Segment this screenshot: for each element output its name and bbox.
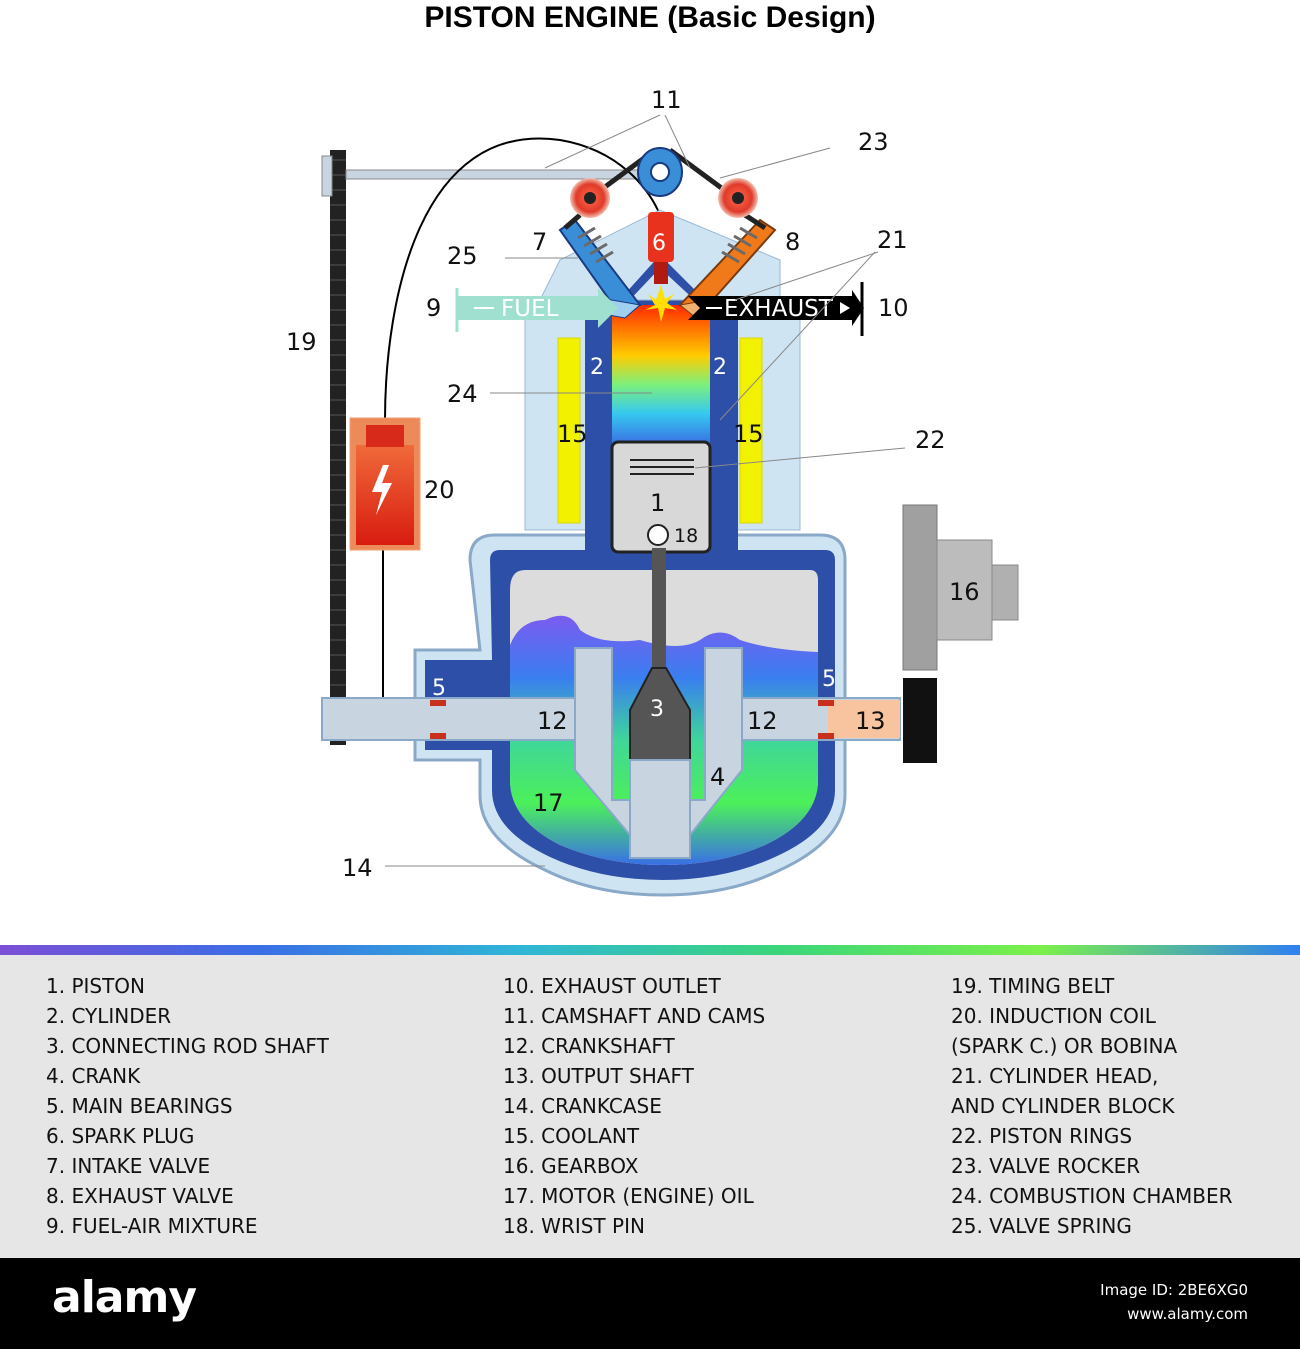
connecting-rod	[629, 548, 691, 761]
wrist-pin	[647, 524, 669, 546]
coolant-left	[557, 337, 581, 524]
legend-item: 9. FUEL-AIR MIXTURE	[46, 1214, 258, 1238]
legend-item: 22. PISTON RINGS	[951, 1124, 1133, 1148]
leader-lines	[385, 114, 906, 867]
legend-item: 25. VALVE SPRING	[951, 1214, 1132, 1238]
callout-9: 9	[426, 294, 441, 322]
legend-item: 17. MOTOR (ENGINE) OIL	[503, 1184, 754, 1208]
combustion-chamber	[612, 305, 710, 450]
callout-14: 14	[342, 854, 373, 882]
crank-pin	[629, 759, 691, 859]
legend-item: 13. OUTPUT SHAFT	[503, 1064, 694, 1088]
gradient-divider	[0, 945, 1300, 955]
callout-20: 20	[424, 476, 455, 504]
legend-item: 4. CRANK	[46, 1064, 141, 1088]
induction-coil	[349, 417, 421, 551]
piston-rings	[630, 459, 694, 475]
callout-12-left: 12	[537, 707, 568, 735]
callout-5-left: 5	[432, 676, 446, 701]
gearbox	[902, 504, 1019, 763]
spark-plug	[645, 212, 677, 322]
callout-22: 22	[915, 426, 946, 454]
crankshaft	[321, 647, 901, 859]
callout-8: 8	[785, 228, 800, 256]
legend-column-3: 19. TIMING BELT 20. INDUCTION COIL (SPAR…	[951, 971, 1233, 1241]
legend-item: 15. COOLANT	[503, 1124, 640, 1148]
callout-19: 19	[286, 328, 317, 356]
legend-item: AND CYLINDER BLOCK	[951, 1094, 1175, 1118]
page-title: PISTON ENGINE (Basic Design)	[424, 1, 876, 34]
lightning-icon	[372, 465, 392, 515]
callout-12-right: 12	[747, 707, 778, 735]
legend-column-2: 10. EXHAUST OUTLET 11. CAMSHAFT AND CAMS…	[503, 971, 765, 1241]
fuel-intake-arrow: FUEL	[455, 288, 618, 332]
spark-flash-icon	[645, 285, 677, 322]
legend-panel: 1. PISTON 2. CYLINDER 3. CONNECTING ROD …	[0, 955, 1300, 1258]
callout-25: 25	[447, 242, 478, 270]
callout-10: 10	[878, 294, 909, 322]
legend-item: 18. WRIST PIN	[503, 1214, 645, 1238]
legend-item: 1. PISTON	[46, 974, 146, 998]
legend-item: 7. INTAKE VALVE	[46, 1154, 211, 1178]
legend-item: 23. VALVE ROCKER	[951, 1154, 1141, 1178]
legend-item: 5. MAIN BEARINGS	[46, 1094, 233, 1118]
brand-logo: alamy	[52, 1272, 197, 1323]
exhaust-outlet-arrow: EXHAUST	[688, 282, 864, 336]
image-id: Image ID: 2BE6XG0	[1100, 1281, 1248, 1299]
callouts: 1 2 2 3 4 5 5 6 7 8 9 10 11 12 12 13 14 …	[286, 86, 980, 882]
callout-6: 6	[652, 231, 666, 256]
callout-13: 13	[855, 707, 886, 735]
callout-24: 24	[447, 380, 478, 408]
legend-item: 11. CAMSHAFT AND CAMS	[503, 1004, 766, 1028]
callout-4: 4	[710, 763, 725, 791]
legend-item: 2. CYLINDER	[46, 1004, 172, 1028]
spark-wire	[384, 137, 661, 421]
engine-diagram: FUEL EXHAUST	[286, 86, 1019, 897]
callout-2-right: 2	[713, 355, 727, 380]
callout-17: 17	[533, 789, 564, 817]
footer-bar: alamy Image ID: 2BE6XG0 www.alamy.com	[0, 1258, 1300, 1349]
callout-3: 3	[650, 697, 664, 722]
legend-item: 3. CONNECTING ROD SHAFT	[46, 1034, 329, 1058]
legend-item: 10. EXHAUST OUTLET	[503, 974, 721, 998]
timing-belt	[321, 150, 677, 745]
legend-item: 6. SPARK PLUG	[46, 1124, 195, 1148]
legend-item: 21. CYLINDER HEAD,	[951, 1064, 1159, 1088]
legend-item: 14. CRANKCASE	[503, 1094, 662, 1118]
legend-item: 24. COMBUSTION CHAMBER	[951, 1184, 1233, 1208]
callout-11: 11	[651, 86, 682, 114]
callout-2-left: 2	[590, 355, 604, 380]
legend-item: (SPARK C.) OR BOBINA	[951, 1034, 1178, 1058]
callout-18: 18	[674, 525, 698, 547]
legend-item: 12. CRANKSHAFT	[503, 1034, 675, 1058]
legend-item: 19. TIMING BELT	[951, 974, 1115, 998]
site-url: www.alamy.com	[1127, 1305, 1248, 1323]
callout-1: 1	[650, 489, 665, 517]
piston	[610, 440, 712, 554]
callout-5-right: 5	[822, 667, 836, 692]
callout-7: 7	[532, 228, 547, 256]
legend-item: 20. INDUCTION COIL	[951, 1004, 1156, 1028]
camshaft	[637, 147, 683, 197]
callout-21: 21	[877, 226, 908, 254]
coolant-right	[739, 337, 763, 524]
legend-column-1: 1. PISTON 2. CYLINDER 3. CONNECTING ROD …	[46, 971, 329, 1241]
callout-15-right: 15	[733, 420, 764, 448]
exhaust-label: EXHAUST	[724, 296, 834, 322]
callout-23: 23	[858, 128, 889, 156]
legend-item: 8. EXHAUST VALVE	[46, 1184, 234, 1208]
fuel-label: FUEL	[501, 296, 559, 322]
legend-item: 16. GEARBOX	[503, 1154, 639, 1178]
footer-info: Image ID: 2BE6XG0 www.alamy.com	[1100, 1278, 1248, 1326]
callout-16: 16	[949, 578, 980, 606]
callout-15-left: 15	[557, 420, 588, 448]
